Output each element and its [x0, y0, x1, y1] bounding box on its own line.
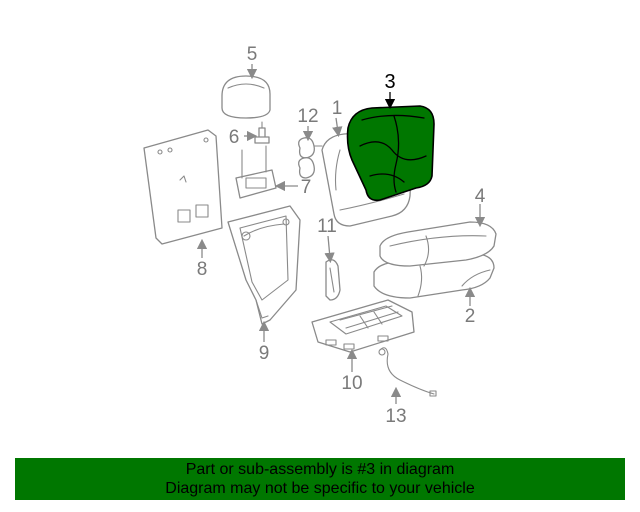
callout-1: 1 — [332, 98, 343, 119]
callout-6: 6 — [229, 127, 240, 148]
part-7-bracket[interactable] — [235, 145, 277, 199]
part-12-belt-guide[interactable] — [298, 137, 323, 179]
banner-line-1: Part or sub-assembly is #3 in diagram — [185, 461, 455, 478]
part-8-back-panel[interactable] — [143, 129, 223, 245]
part-6-headrest-guide[interactable] — [254, 121, 270, 144]
part-13-cable[interactable] — [378, 347, 437, 397]
callout-12: 12 — [297, 106, 318, 127]
part-9-back-frame[interactable] — [227, 205, 301, 325]
callout-7: 7 — [301, 177, 312, 198]
part-5-headrest[interactable] — [221, 75, 271, 119]
callout-13: 13 — [385, 406, 406, 427]
callout-4: 4 — [475, 186, 486, 207]
callout-3: 3 — [384, 71, 395, 93]
callout-2: 2 — [465, 306, 476, 327]
part-3-seat-back-cover[interactable] — [346, 105, 435, 202]
part-11-side-bracket[interactable] — [325, 259, 341, 301]
callout-10: 10 — [341, 373, 362, 394]
callout-9: 9 — [259, 343, 270, 364]
leader-lines — [196, 64, 486, 404]
callouts: 5 6 12 1 3 7 4 11 8 2 9 10 13 — [197, 44, 486, 427]
callout-11: 11 — [317, 216, 337, 237]
info-banner: Part or sub-assembly is #3 in diagram Di… — [15, 458, 625, 500]
banner-line-2: Diagram may not be specific to your vehi… — [165, 480, 475, 497]
callout-8: 8 — [197, 259, 208, 280]
callout-5: 5 — [247, 44, 258, 65]
seat-parts-diagram: 5 6 12 1 3 7 4 11 8 2 9 10 13 — [143, 44, 497, 427]
part-10-cushion-frame[interactable] — [311, 299, 415, 353]
part-4-cushion-cover[interactable] — [379, 221, 497, 267]
